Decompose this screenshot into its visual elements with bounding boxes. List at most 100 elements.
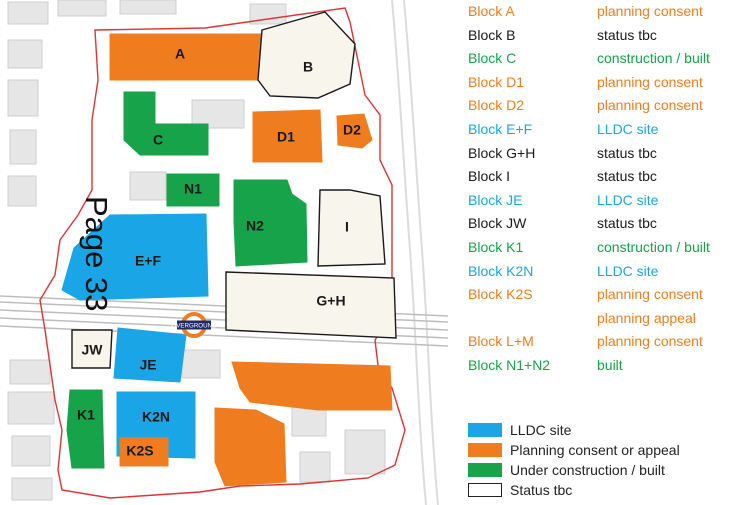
block-label: K1	[77, 407, 95, 423]
schedule-block-name: Block I	[468, 168, 511, 185]
schedule-block-name: Block G+H	[468, 144, 536, 161]
legend-swatch	[468, 443, 502, 457]
schedule-block-name: Block B	[468, 26, 516, 43]
block-je: JE	[113, 327, 187, 383]
block-label: D2	[343, 122, 361, 138]
schedule-status: status tbc	[597, 168, 657, 185]
schedule-status: LLDC site	[597, 262, 659, 279]
block-shape	[113, 327, 187, 383]
block-shape	[233, 179, 308, 267]
block-k2s: K2S	[119, 437, 169, 467]
schedule-status: planning appeal	[597, 309, 696, 326]
legend-item: LLDC site	[468, 421, 730, 441]
schedule-row: Block L+M planning consent	[468, 332, 730, 356]
schedule-status: status tbc	[597, 215, 657, 232]
schedule-row: Block D2 planning consent	[468, 96, 730, 120]
block-d2: D2	[336, 113, 373, 149]
block-shape	[123, 91, 209, 156]
block-label: N1	[184, 181, 202, 197]
legend-swatch	[468, 483, 502, 497]
schedule-status: LLDC site	[597, 120, 659, 137]
schedule-row: Block I status tbc	[468, 167, 730, 191]
overground-bar	[177, 320, 211, 330]
schedule-row: Block JW status tbc	[468, 214, 730, 238]
legend-swatch	[468, 423, 502, 437]
block-shape	[231, 361, 393, 411]
page-stamp: Page 33	[79, 196, 114, 312]
schedule-block-name: Block JE	[468, 191, 523, 208]
block-jw: JW	[71, 329, 113, 369]
block-label: JW	[82, 342, 104, 358]
schedule-row: Block E+F LLDC site	[468, 120, 730, 144]
site-boundary	[39, 7, 406, 499]
legend-item: Status tbc	[468, 481, 730, 501]
river	[391, 0, 439, 505]
schedule-status: built	[597, 356, 623, 373]
schedule-block-name: Block E+F	[468, 120, 533, 137]
overground-station: OVERGROUND	[171, 312, 217, 338]
schedule-status: planning consent	[597, 73, 703, 90]
legend-item: Under construction / built	[468, 461, 730, 481]
overground-label: OVERGROUND	[171, 323, 217, 330]
block-n1: N1	[166, 173, 220, 207]
schedule-block-name: Block A	[468, 3, 515, 19]
block-i: I	[317, 189, 386, 267]
block-d1: D1	[252, 109, 323, 163]
block-ef: E+F	[61, 213, 209, 301]
legend-label: Under construction / built	[510, 462, 665, 478]
schedule-status: construction / built	[597, 50, 710, 67]
schedule-row: Block A planning consent	[468, 2, 730, 26]
schedule-row: Block JE LLDC site	[468, 191, 730, 215]
block-shape	[257, 11, 356, 99]
schedule-status: planning consent	[597, 333, 703, 350]
block-shape	[71, 329, 113, 369]
schedule-block-name: Block N1+N2	[468, 356, 551, 373]
schedule-block-name: Block K1	[468, 238, 524, 255]
schedule-row: Block K2S planning consent	[468, 285, 730, 309]
block-label: K2N	[142, 409, 170, 425]
block-k1: K1	[66, 389, 105, 469]
schedule-block-name: Block D1	[468, 73, 525, 90]
legend-item: Planning consent or appeal	[468, 441, 730, 461]
schedule-status: planning consent	[597, 97, 703, 114]
block-shape	[225, 271, 397, 339]
block-b: B	[257, 11, 356, 99]
block-shape	[252, 109, 323, 163]
schedule-block-name: Block JW	[468, 215, 527, 232]
legend-label: LLDC site	[510, 422, 572, 438]
block-label: N2	[246, 218, 264, 234]
block-label: A	[175, 46, 185, 62]
schedule-block-name: Block K2S	[468, 286, 533, 303]
legend-swatch	[468, 463, 502, 477]
block-label: D1	[277, 129, 295, 145]
legend-label: Status tbc	[510, 482, 573, 498]
block-shape	[66, 389, 105, 469]
schedule-status: status tbc	[597, 26, 657, 43]
block-shape	[109, 33, 263, 81]
schedule-row: Block K2N LLDC site	[468, 262, 730, 286]
block-label: C	[153, 132, 163, 148]
block-label: K2S	[126, 443, 153, 459]
block-label: E+F	[135, 253, 162, 269]
schedule-status: planning consent	[597, 3, 703, 19]
block-label: I	[345, 219, 349, 235]
schedule-block-name: Block L+M	[468, 333, 534, 350]
block-label: G+H	[316, 293, 345, 309]
schedule-status: status tbc	[597, 144, 657, 161]
block-n2: N2	[233, 179, 308, 267]
schedule-block-name: Block C	[468, 50, 517, 67]
block-label: B	[303, 59, 313, 75]
block-shape	[317, 189, 386, 267]
schedule-status: planning consent	[597, 286, 703, 303]
legend-label: Planning consent or appeal	[510, 442, 680, 458]
block-lm1	[231, 361, 393, 411]
schedule-status: LLDC site	[597, 191, 659, 208]
schedule-block-name: Block D2	[468, 97, 525, 114]
schedule-status: construction / built	[597, 238, 710, 255]
schedule-block-name: Block K2N	[468, 262, 534, 279]
block-shape	[119, 437, 169, 467]
